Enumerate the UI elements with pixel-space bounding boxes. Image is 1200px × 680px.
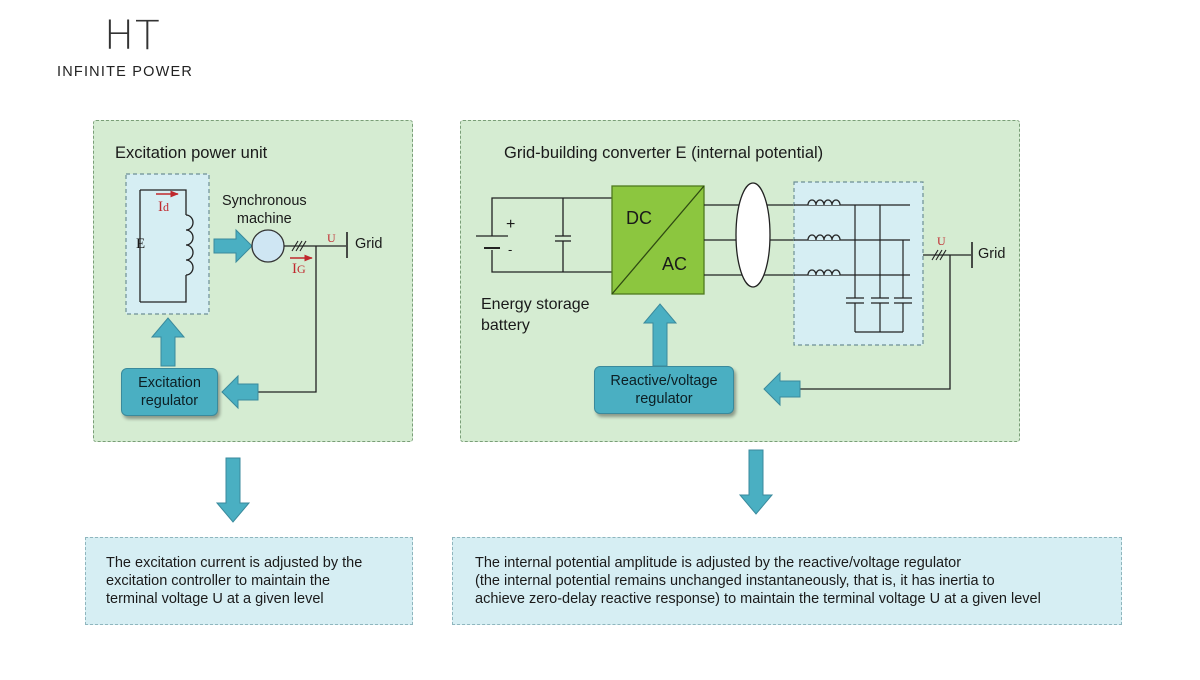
converter-panel-title: Grid-building converter E (internal pote… (504, 144, 824, 162)
note-converter: The internal potential amplitude is adju… (452, 537, 1122, 625)
three-phase-ticks-left (291, 240, 307, 252)
brand-logo-mark: HT (104, 13, 161, 59)
lc-filter-box (793, 181, 924, 346)
arrow-down-right (738, 449, 774, 515)
arrow-up-to-machine (150, 317, 186, 367)
reactive-voltage-regulator: Reactive/voltage regulator (594, 366, 734, 414)
arrow-to-reactive-regulator (763, 371, 801, 407)
feedback-line-left (258, 246, 317, 393)
arrow-up-to-converter (642, 303, 678, 367)
current-sensor-ellipse (735, 182, 771, 288)
excitation-panel-title: Excitation power unit (115, 144, 268, 162)
ac-label: AC (662, 254, 688, 274)
battery-plus-label: + (506, 216, 516, 233)
id-label: Id (158, 199, 169, 216)
note-excitation: The excitation current is adjusted by th… (85, 537, 413, 625)
u-label-right: U (937, 234, 946, 248)
synchronous-machine-label: Synchronous machine (222, 193, 307, 227)
battery-label: Energy storage battery (481, 296, 590, 334)
grid-label-right: Grid (978, 246, 1006, 262)
dc-link-capacitor (555, 198, 571, 272)
rotor-circuit (139, 189, 194, 303)
arrow-to-excitation-regulator (221, 374, 259, 410)
reactive-voltage-regulator-label: Reactive/voltage regulator (610, 373, 718, 407)
u-label-left: U (327, 231, 336, 245)
three-phase-ticks-right (931, 249, 947, 261)
excitation-regulator-label: Excitation regulator (138, 375, 201, 409)
filter-inductors (807, 199, 841, 276)
battery-minus-label: - (508, 242, 513, 257)
arrow-down-left (215, 457, 251, 523)
note-excitation-text: The excitation current is adjusted by th… (106, 555, 363, 607)
synchronous-machine-circle (251, 229, 285, 263)
converter-panel (460, 120, 1020, 442)
arrow-to-machine (213, 228, 253, 264)
note-converter-text: The internal potential amplitude is adju… (475, 555, 1041, 607)
battery-symbol (476, 197, 612, 273)
ig-label-sub: G (297, 262, 306, 276)
ig-label-main: I (292, 261, 297, 277)
dc-label: DC (626, 208, 652, 228)
grid-label-left: Grid (355, 236, 383, 252)
filter-capacitors (846, 205, 912, 333)
excitation-regulator: Excitation regulator (121, 368, 218, 416)
id-label-sub: d (163, 200, 169, 214)
brand-tagline: INFINITE POWER (57, 64, 194, 80)
feedback-line-right (800, 255, 951, 390)
e-label: E (136, 236, 146, 252)
id-label-main: I (158, 199, 163, 215)
ig-label: IG (292, 261, 306, 278)
